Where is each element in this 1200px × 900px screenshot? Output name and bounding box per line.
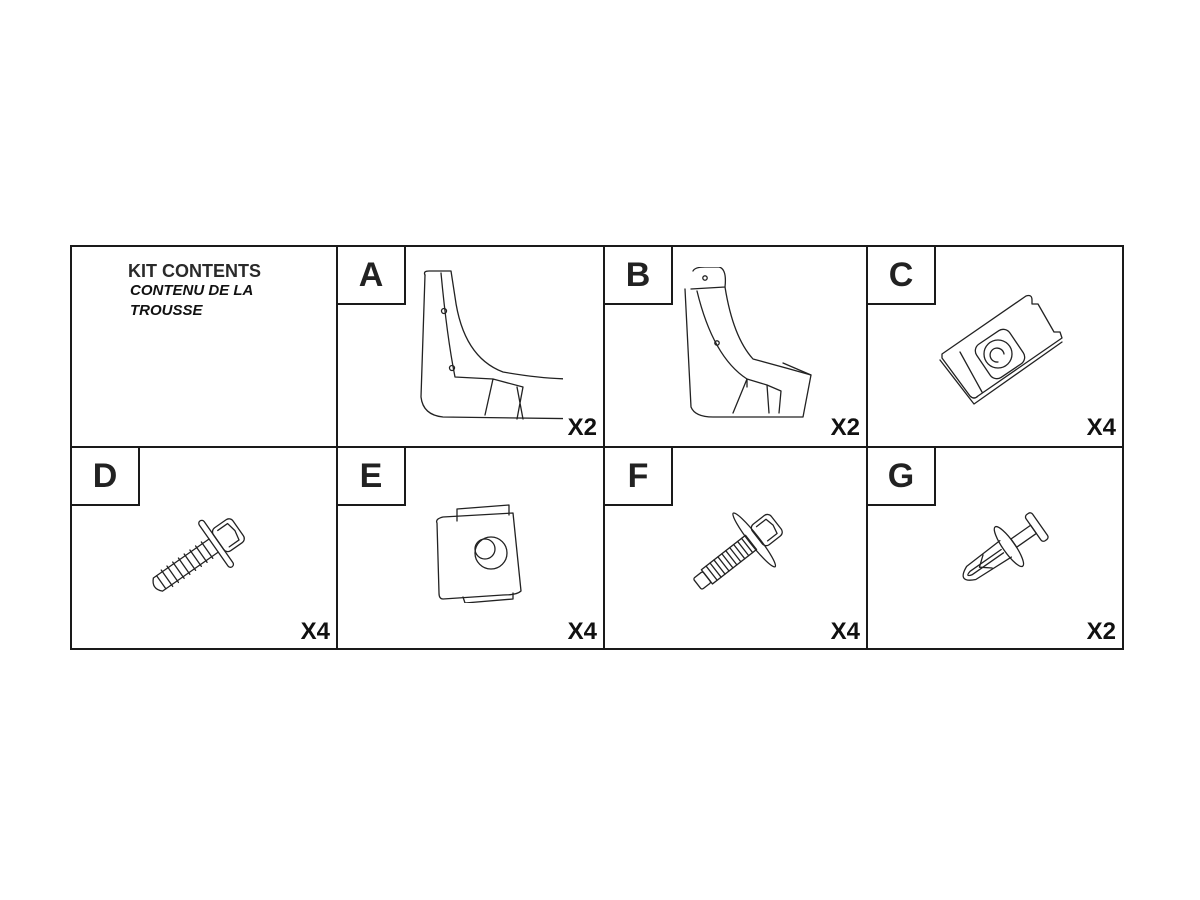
mud-flap-right-icon [684,267,812,418]
item-cell-f: F X4 [605,448,866,650]
item-letter: G [868,448,936,506]
item-quantity: X2 [567,414,597,441]
kit-contents-header-cell: KIT CONTENTS CONTENU DE LA TROUSSE [72,247,336,446]
item-cell-g: G X2 [868,448,1122,650]
item-quantity: X4 [830,618,860,645]
item-letter: A [338,247,406,305]
item-letter: F [605,448,673,506]
item-quantity: X4 [1086,414,1116,441]
item-letter: D [72,448,140,506]
item-cell-d: D X4 [72,448,336,650]
divider [72,446,1122,448]
item-letter: E [338,448,406,506]
item-cell-a: A X2 [338,247,603,446]
item-cell-c: C X4 [868,247,1122,446]
item-cell-e: E X4 [338,448,603,650]
item-cell-b: B X2 [605,247,866,446]
item-letter: B [605,247,673,305]
item-quantity: X4 [300,618,330,645]
self-tapping-screw-icon [152,518,245,592]
u-nut-clip-icon [939,294,1063,405]
item-quantity: X4 [567,618,597,645]
item-quantity: X2 [830,414,860,441]
push-pin-retainer-icon [962,512,1049,581]
flange-bolt-icon [693,512,783,590]
kit-contents-subtitle: CONTENU DE LA TROUSSE [130,282,253,319]
kit-contents-title: KIT CONTENTS [128,261,261,281]
item-letter: C [868,247,936,305]
mud-flap-left-icon [420,270,563,420]
speed-nut-icon [435,504,522,603]
item-quantity: X2 [1086,618,1116,645]
kit-contents-table: KIT CONTENTS CONTENU DE LA TROUSSE A X2 … [70,245,1124,650]
